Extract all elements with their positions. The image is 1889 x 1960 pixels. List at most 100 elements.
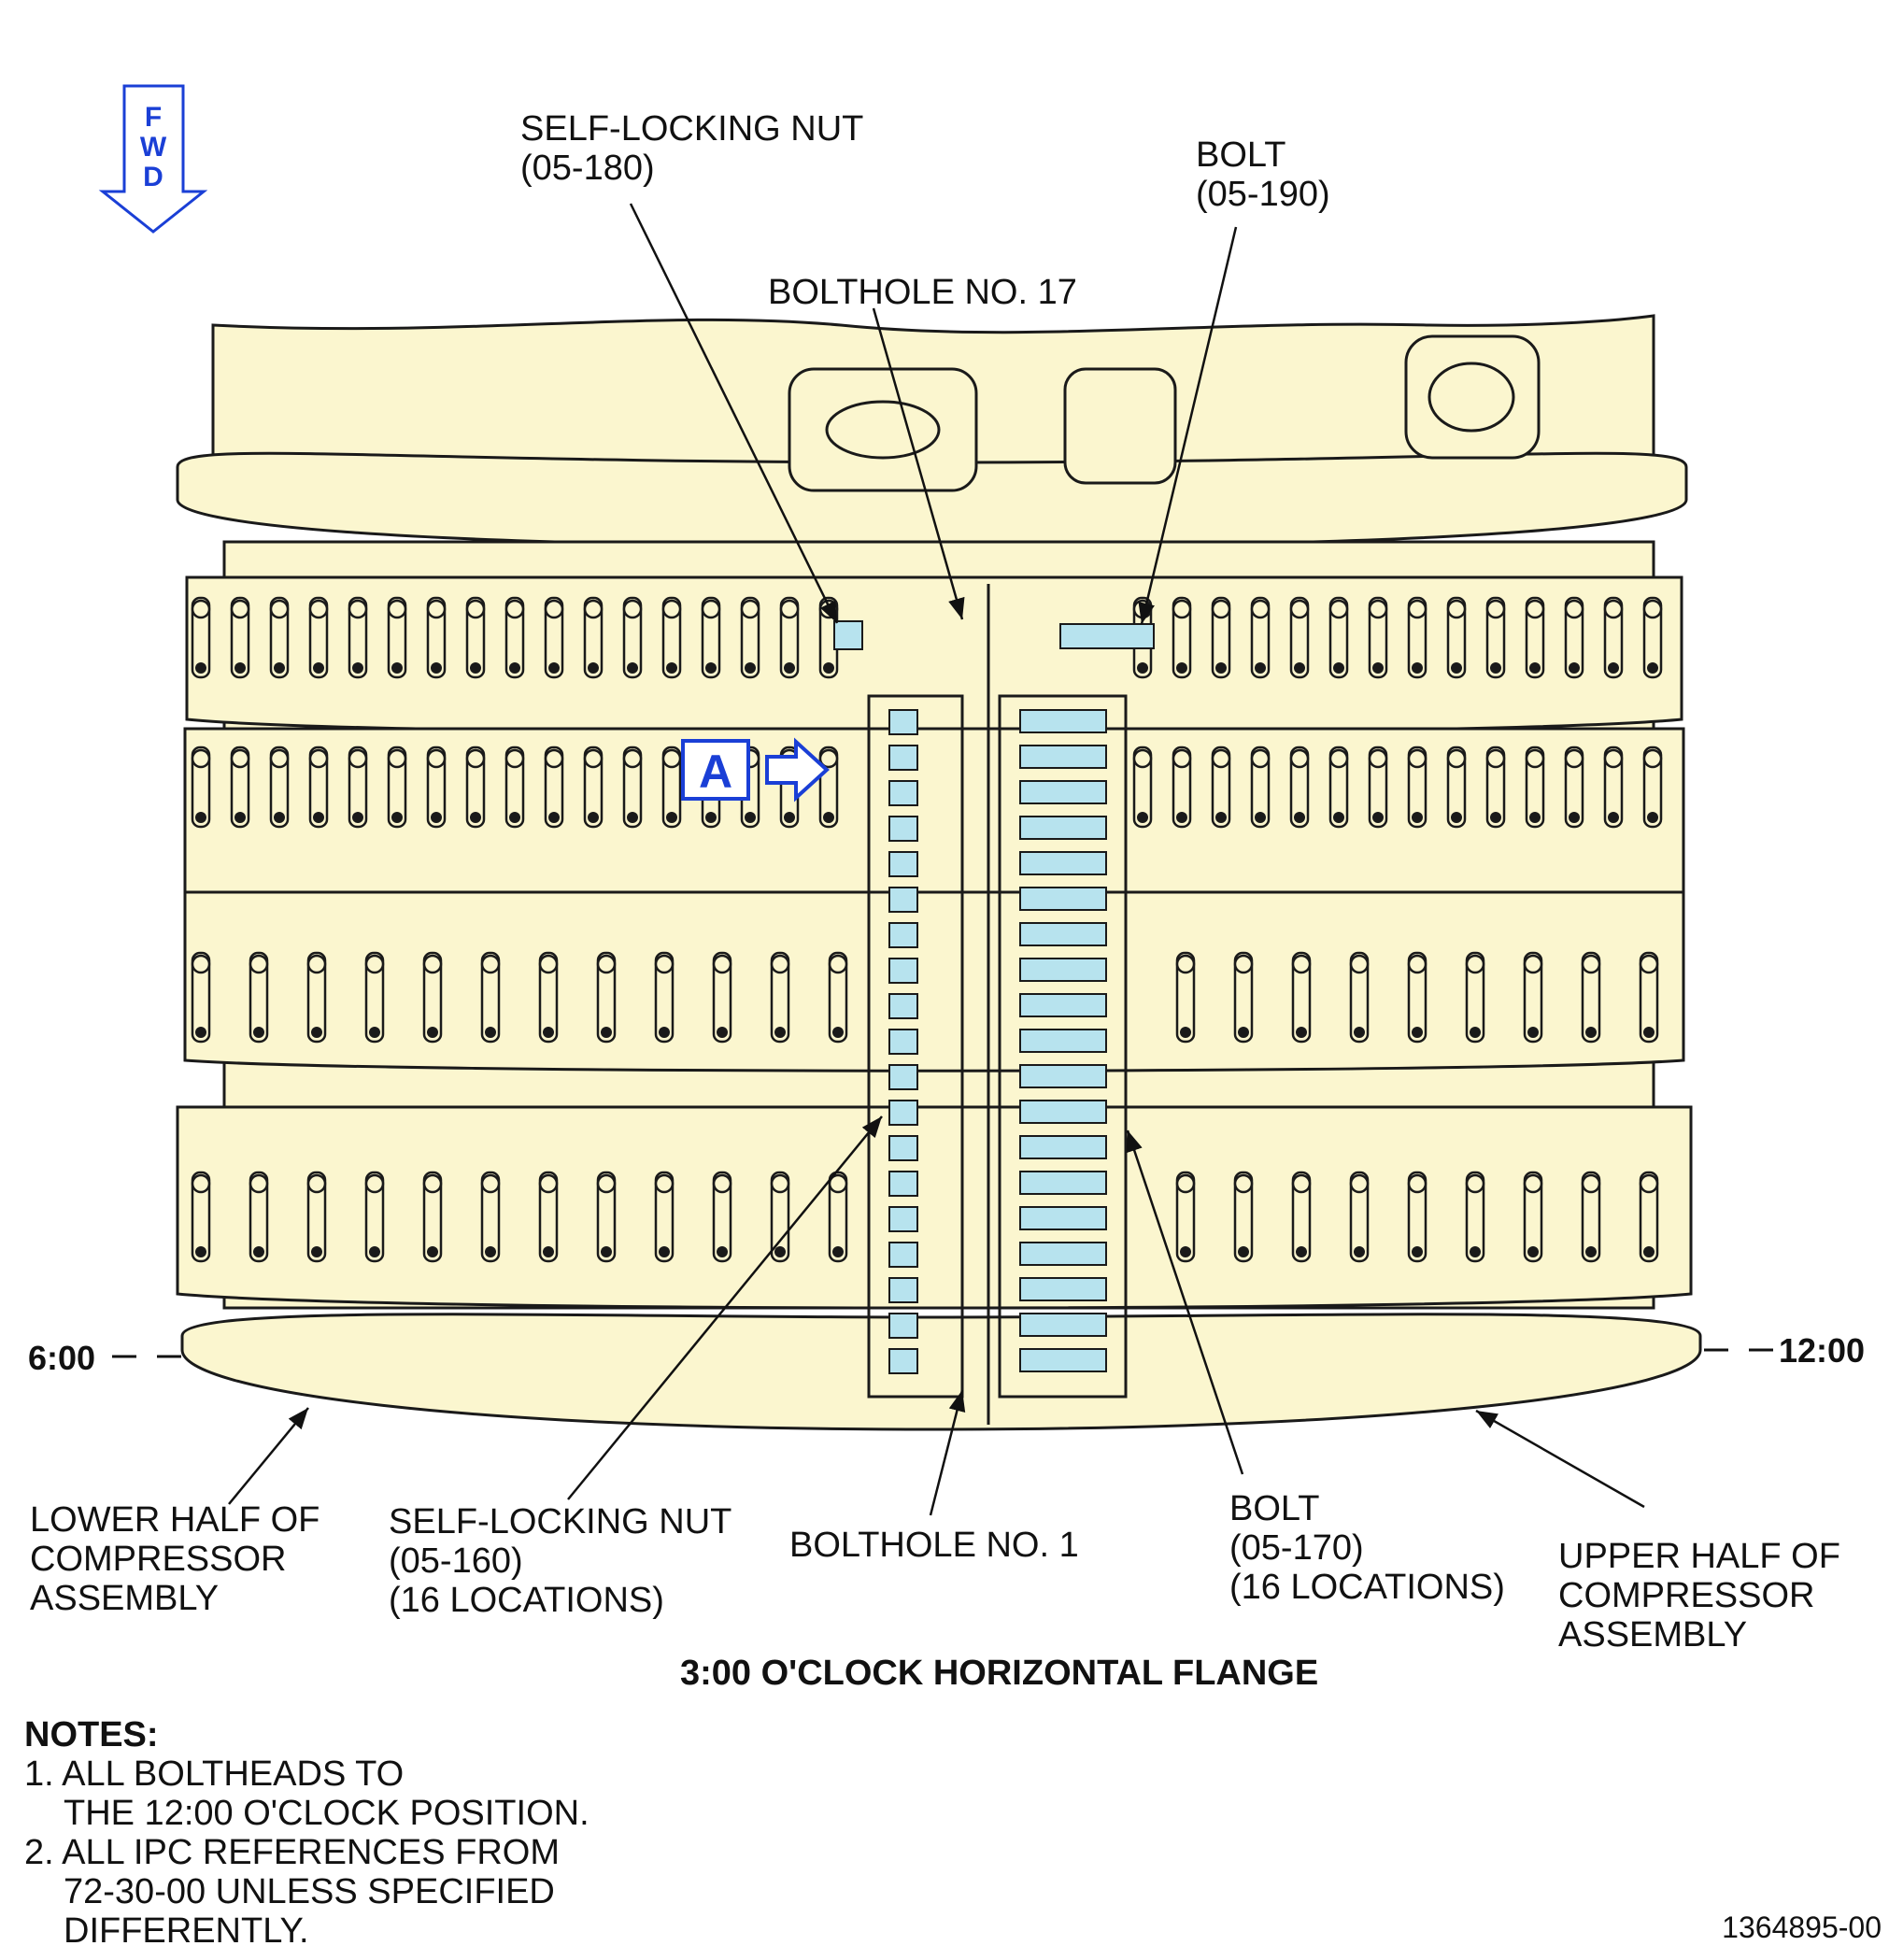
callout-line: (16 LOCATIONS)	[1229, 1568, 1505, 1607]
vane-lever-icon	[1446, 596, 1467, 679]
vane-lever-icon	[1603, 596, 1624, 679]
note-text: ALL BOLTHEADS TO	[62, 1754, 405, 1794]
vane-lever-icon	[1642, 746, 1663, 829]
self-locking-nut-icon	[888, 1171, 918, 1197]
bolt-icon	[1019, 1313, 1107, 1337]
callout-lower-half: LOWER HALF OF COMPRESSOR ASSEMBLY	[30, 1500, 320, 1618]
vane-lever-icon	[1639, 951, 1659, 1044]
vane-lever-icon	[1368, 596, 1388, 679]
callout-bolt-top: BOLT (05-190)	[1196, 135, 1330, 214]
callout-line: COMPRESSOR	[1558, 1576, 1815, 1615]
vane-lever-icon	[1407, 746, 1427, 829]
horizontal-flange	[867, 584, 1128, 1425]
vane-lever-icon	[1407, 596, 1427, 679]
vane-lever-icon	[654, 1171, 675, 1263]
callout-upper-half: UPPER HALF OF COMPRESSOR ASSEMBLY	[1558, 1537, 1840, 1655]
figure-caption: 3:00 O'CLOCK HORIZONTAL FLANGE	[680, 1654, 1319, 1693]
fwd-letter-d: D	[143, 162, 163, 192]
vane-lever-icon	[1564, 596, 1584, 679]
vane-lever-icon	[308, 746, 329, 829]
bolt-icon	[1019, 1100, 1107, 1124]
self-locking-nut-icon	[833, 620, 863, 650]
vane-lever-icon	[544, 596, 564, 679]
self-locking-nut-icon	[888, 1313, 918, 1339]
vane-lever-icon	[465, 596, 486, 679]
vane-lever-icon	[480, 951, 501, 1044]
vane-lever-icon	[1175, 951, 1196, 1044]
vane-lever-icon	[1291, 1171, 1312, 1263]
bolt-icon	[1019, 1242, 1107, 1266]
bolt-icon	[1019, 1277, 1107, 1301]
vane-lever-icon	[308, 596, 329, 679]
fwd-letter-w: W	[140, 132, 167, 163]
bolt-icon	[1019, 1135, 1107, 1159]
vane-lever-icon	[348, 596, 368, 679]
self-locking-nut-icon	[888, 1206, 918, 1232]
vane-lever-icon	[770, 1171, 790, 1263]
vane-lever-icon	[1233, 1171, 1254, 1263]
self-locking-nut-icon	[888, 1242, 918, 1268]
vane-lever-icon	[422, 1171, 443, 1263]
note-2: 2. ALL IPC REFERENCES FROM	[24, 1833, 589, 1872]
note-1-cont: THE 12:00 O'CLOCK POSITION.	[64, 1794, 589, 1833]
vane-lever-icon	[1523, 951, 1543, 1044]
vane-lever-icon	[249, 951, 269, 1044]
vane-lever-icon	[661, 746, 682, 829]
bolt-icon	[1019, 1171, 1107, 1195]
vane-lever-icon	[622, 746, 643, 829]
callout-self-locking-nut-top: SELF-LOCKING NUT (05-180)	[520, 109, 863, 188]
vane-lever-icon	[1349, 951, 1370, 1044]
callout-line: UPPER HALF OF	[1558, 1537, 1840, 1576]
vane-lever-icon	[1172, 596, 1192, 679]
vane-lever-icon	[596, 951, 617, 1044]
vane-lever-icon	[191, 596, 211, 679]
vane-lever-icon	[504, 746, 525, 829]
callout-line: BOLT	[1229, 1489, 1320, 1528]
vane-lever-icon	[426, 596, 447, 679]
vane-lever-icon	[1581, 951, 1601, 1044]
vane-lever-icon	[1465, 1171, 1485, 1263]
vane-lever-icon	[387, 746, 407, 829]
fwd-letter-f: F	[145, 102, 162, 133]
vane-lever-icon	[740, 596, 760, 679]
vane-lever-icon	[1289, 596, 1310, 679]
vane-lever-icon	[1250, 746, 1271, 829]
casing-bosses	[788, 334, 1541, 492]
view-marker-label: A	[699, 746, 732, 798]
vane-lever-icon	[828, 1171, 848, 1263]
vane-lever-icon	[661, 596, 682, 679]
self-locking-nut-icon	[888, 816, 918, 842]
vane-lever-icon	[1639, 1171, 1659, 1263]
vane-lever-icon	[701, 596, 721, 679]
callout-line: BOLTHOLE NO. 17	[768, 273, 1077, 312]
vane-lever-icon	[1485, 746, 1506, 829]
vane-lever-icon	[269, 596, 290, 679]
figure-id: 1364895-00	[1722, 1910, 1882, 1944]
view-marker-a: A	[681, 737, 830, 802]
vane-lever-icon	[249, 1171, 269, 1263]
vane-lever-icon	[1446, 746, 1467, 829]
vane-lever-icon	[422, 951, 443, 1044]
note-number: 2.	[24, 1833, 54, 1872]
self-locking-nut-icon	[888, 958, 918, 984]
bolt-icon	[1019, 922, 1107, 946]
vane-lever-icon	[828, 951, 848, 1044]
vane-lever-icon	[306, 1171, 327, 1263]
note-number: 1.	[24, 1754, 54, 1794]
bolt-icon	[1019, 887, 1107, 911]
callout-line: (05-190)	[1196, 175, 1330, 214]
fwd-arrow-icon: F W D	[98, 84, 208, 234]
callout-line: BOLT	[1196, 135, 1286, 175]
vane-lever-icon	[1407, 951, 1427, 1044]
vane-lever-icon	[538, 951, 559, 1044]
self-locking-nut-icon	[888, 709, 918, 735]
self-locking-nut-icon	[888, 851, 918, 877]
self-locking-nut-icon	[888, 1277, 918, 1303]
vane-lever-icon	[191, 1171, 211, 1263]
leader-lines	[228, 203, 1645, 1516]
vane-lever-icon	[230, 746, 250, 829]
callout-bolthole-1: BOLTHOLE NO. 1	[789, 1526, 1079, 1565]
vane-lever-icon	[818, 746, 839, 829]
self-locking-nut-icon	[888, 1064, 918, 1090]
vane-lever-icon	[306, 951, 327, 1044]
